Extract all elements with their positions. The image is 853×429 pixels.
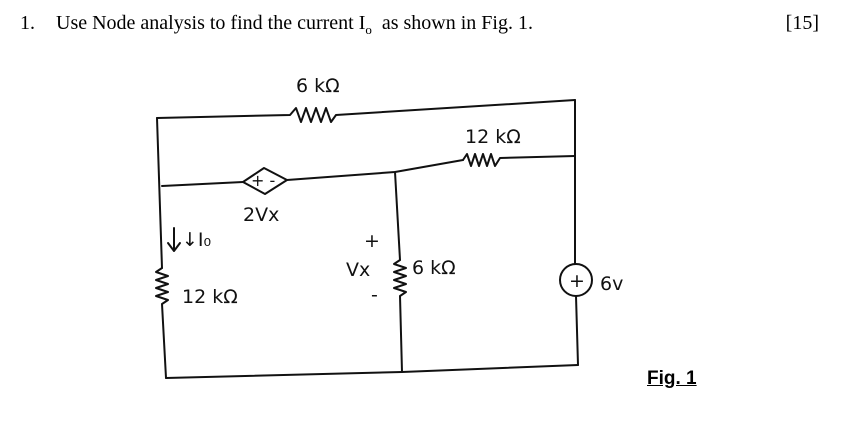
voltage-source-circle [559,263,593,297]
figure-caption: Fig. 1 [647,368,697,389]
left-resistor-zigzag [155,267,169,379]
vx-label: Vx [346,259,370,281]
voltage-source-sign: + [569,270,585,292]
marks-badge: [15] [785,12,819,34]
dependent-source-sign: + - [251,171,275,190]
current-subscript: o [365,22,372,37]
right-resistor-label: 12 kΩ [465,126,521,148]
left-resistor-label: 12 kΩ [182,286,238,308]
middle-resistor-label: 6 kΩ [412,257,456,279]
dependent-source-label: 2Vx [243,204,279,226]
voltage-source-label: 6v [600,273,623,295]
left-wire [156,117,163,269]
current-label: ↓I₀ [182,229,211,251]
vx-plus-label: + [364,230,380,252]
dependent-source-diamond [242,167,288,195]
right-resistor-zigzag [462,153,576,167]
current-arrow [167,227,181,252]
top-resistor-label: 6 kΩ [296,75,340,97]
question-text: 1. Use Node analysis to find the current … [20,10,533,43]
middle-wire [161,181,244,187]
middle-resistor-zigzag [393,259,407,373]
middle-wire-2 [286,159,464,181]
bottom-wire [165,364,579,379]
vx-minus-label: - [371,284,378,306]
question-text-after: as shown in Fig. 1. [381,12,533,34]
top-wire [156,99,576,123]
center-wire [394,171,401,261]
right-wire-lower [575,295,579,366]
question-text-before: Use Node analysis to find the current I [56,12,366,34]
question-number: 1. [20,12,35,34]
